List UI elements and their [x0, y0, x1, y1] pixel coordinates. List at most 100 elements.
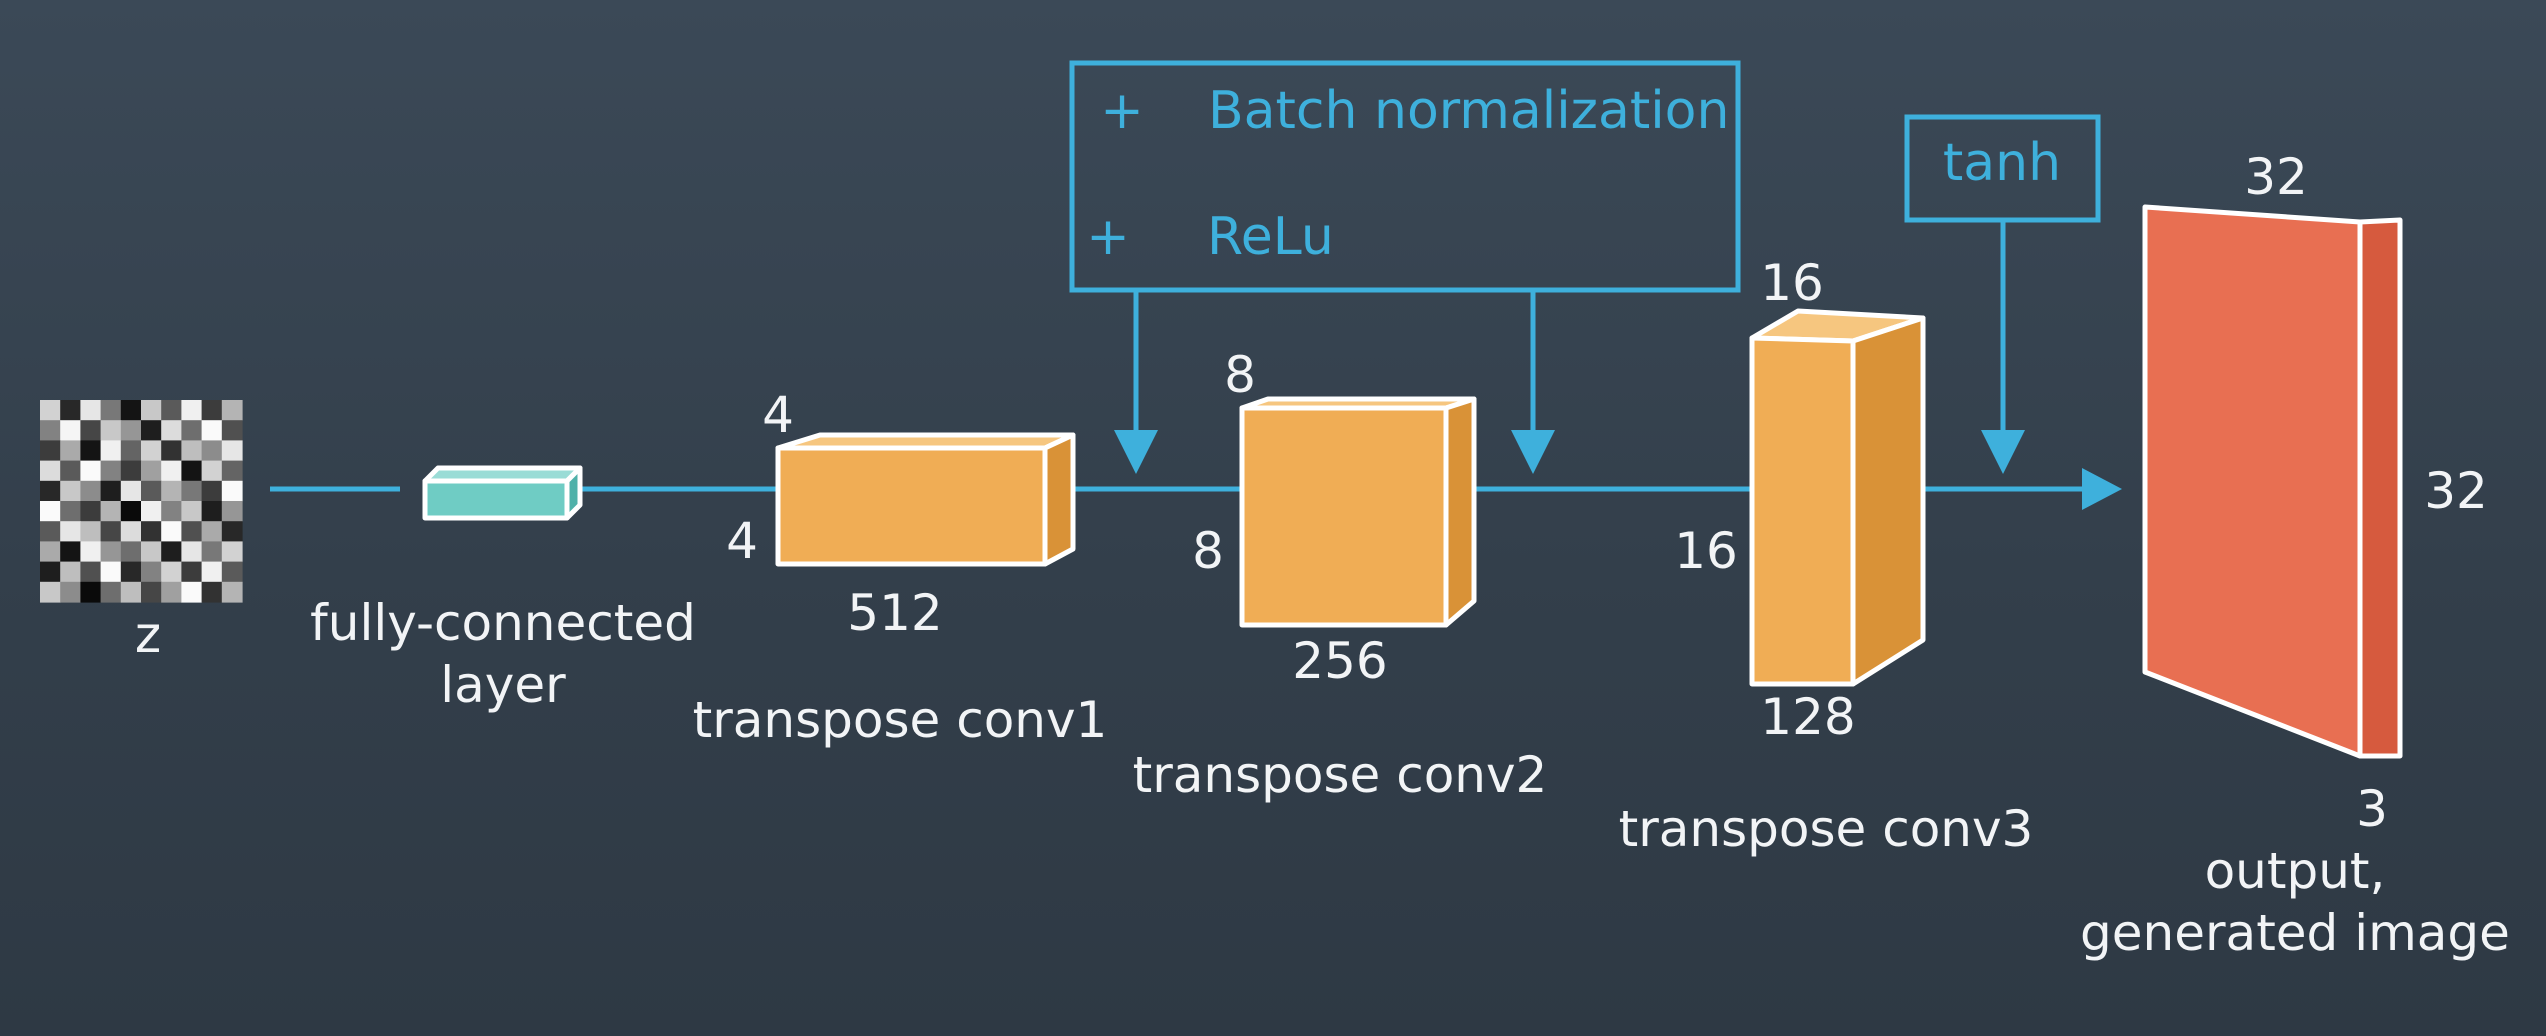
activation-box: + Batch normalization + ReLu — [1069, 60, 1741, 474]
noise-pixel — [120, 541, 142, 563]
transpose-conv3-block: 16 16 128 transpose conv3 — [1619, 254, 2034, 858]
noise-pixel — [40, 521, 61, 542]
noise-pixel — [201, 521, 223, 542]
noise-pixel — [221, 521, 243, 542]
noise-pixel — [80, 400, 102, 421]
conv1-label: transpose conv1 — [693, 691, 1108, 749]
noise-pixel — [161, 480, 182, 502]
fully-connected-layer: fully-connected layer — [310, 465, 696, 714]
noise-pixel — [60, 541, 81, 563]
noise-pixel — [100, 541, 122, 563]
noise-pixel — [120, 480, 142, 502]
noise-pixel — [60, 480, 81, 502]
noise-pixel — [221, 581, 243, 603]
noise-pixel — [141, 440, 162, 462]
noise-pixel — [161, 420, 182, 441]
noise-pixel — [141, 501, 162, 522]
noise-pixel — [161, 440, 182, 462]
noise-pixel — [60, 521, 81, 542]
noise-pixel — [141, 561, 162, 583]
transpose-conv1-block: 4 4 512 transpose conv1 — [693, 386, 1108, 749]
conv1-width-label: 4 — [726, 512, 758, 570]
bn-arrow-1-head — [1114, 430, 1158, 474]
noise-pixel — [40, 420, 61, 441]
conv3-depth-label: 128 — [1760, 688, 1855, 746]
noise-pixel — [100, 501, 122, 522]
noise-pixel — [181, 400, 203, 421]
noise-pixel — [80, 521, 102, 542]
conv1-height-label: 4 — [762, 386, 794, 444]
noise-pixel — [201, 581, 223, 603]
output-front — [2142, 204, 2363, 759]
batchnorm-bullet: + — [1100, 81, 1144, 141]
bn-arrow-2-head — [1511, 430, 1555, 474]
noise-pixel — [60, 460, 81, 482]
noise-pixel — [181, 480, 203, 502]
noise-pixel — [40, 541, 61, 563]
noise-pixel — [181, 420, 203, 441]
noise-pixel — [120, 561, 142, 583]
noise-pixel — [40, 581, 61, 603]
noise-image — [40, 400, 243, 603]
noise-pixel — [141, 521, 162, 542]
noise-pixel — [181, 521, 203, 542]
output-side — [2357, 217, 2403, 759]
noise-pixel — [120, 420, 142, 441]
noise-pixel — [100, 561, 122, 583]
main-flow-line — [270, 468, 2122, 510]
output-width-label: 32 — [2424, 462, 2488, 520]
noise-pixel — [40, 440, 61, 462]
noise-pixel — [100, 400, 122, 421]
output-depth-label: 3 — [2356, 780, 2388, 838]
noise-pixel — [120, 521, 142, 542]
noise-pixel — [60, 440, 81, 462]
noise-pixel — [181, 440, 203, 462]
conv3-front — [1749, 335, 1856, 687]
noise-pixel — [40, 460, 61, 482]
conv1-depth-label: 512 — [847, 584, 942, 642]
noise-pixel — [60, 400, 81, 421]
noise-pixel — [120, 501, 142, 522]
tanh-arrow-head — [1981, 430, 2025, 474]
noise-pixel — [100, 581, 122, 603]
conv2-height-label: 8 — [1224, 346, 1256, 404]
noise-pixel — [161, 501, 182, 522]
noise-pixel — [40, 480, 61, 502]
noise-pixel — [201, 541, 223, 563]
conv3-side — [1850, 315, 1926, 687]
noise-pixel — [201, 501, 223, 522]
transpose-conv2-block: 8 8 256 transpose conv2 — [1133, 346, 1548, 804]
conv2-side — [1443, 396, 1477, 628]
fc-label-line2: layer — [440, 656, 566, 714]
noise-pixel — [181, 501, 203, 522]
tanh-text: tanh — [1943, 133, 2061, 193]
noise-pixel — [201, 561, 223, 583]
noise-pixel — [221, 460, 243, 482]
noise-pixel — [120, 440, 142, 462]
noise-pixel — [100, 521, 122, 542]
noise-pixel — [80, 440, 102, 462]
noise-pixel — [40, 400, 61, 421]
noise-pixel — [141, 581, 162, 603]
input-label: z — [135, 606, 161, 664]
noise-pixel — [221, 420, 243, 441]
noise-pixel — [161, 400, 182, 421]
noise-pixel — [80, 561, 102, 583]
relu-text: ReLu — [1207, 207, 1334, 267]
noise-pixel — [80, 420, 102, 441]
noise-pixel — [60, 420, 81, 441]
conv2-front — [1239, 405, 1449, 628]
noise-pixel — [100, 440, 122, 462]
noise-pixel — [120, 460, 142, 482]
noise-pixel — [80, 581, 102, 603]
noise-pixel — [161, 521, 182, 542]
noise-pixel — [60, 581, 81, 603]
noise-pixel — [141, 541, 162, 563]
noise-pixel — [181, 581, 203, 603]
noise-pixel — [40, 561, 61, 583]
noise-pixel — [80, 460, 102, 482]
conv2-width-label: 8 — [1192, 522, 1224, 580]
conv3-height-label: 16 — [1760, 254, 1824, 312]
noise-pixel — [80, 480, 102, 502]
noise-pixel — [141, 420, 162, 441]
